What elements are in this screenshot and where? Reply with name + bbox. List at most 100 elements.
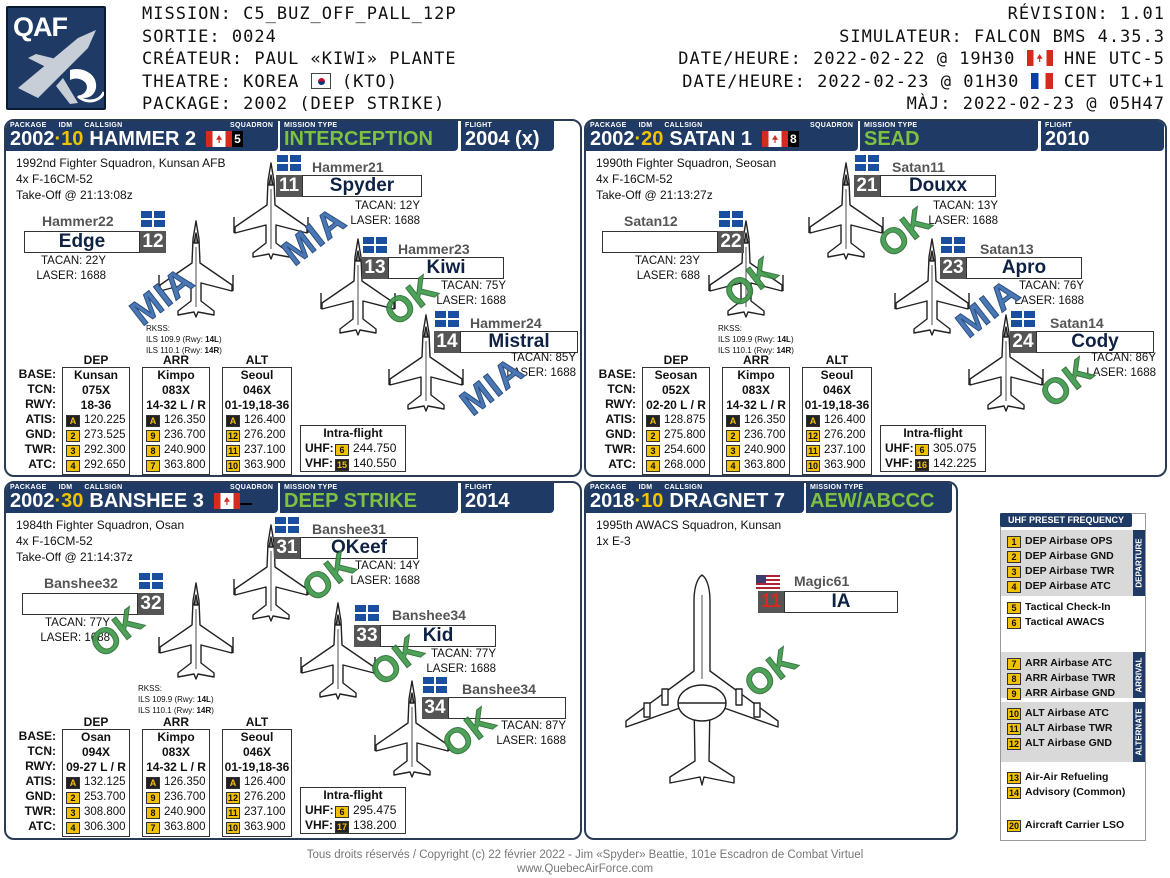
aircraft-number: 14 [434, 331, 460, 353]
radio-label: VHF: [305, 818, 333, 832]
preset-channel-chip: 9 [1007, 688, 1021, 700]
preset-channel-chip: 8 [1007, 673, 1021, 685]
package-label: PACKAGE [10, 122, 47, 129]
laser-code: LASER: 1688 [496, 735, 566, 747]
frequency-value: 236.700 [164, 429, 206, 441]
row-label: ATC: [28, 819, 56, 833]
flight-info-line: Take-Off @ 21:13:08z [16, 188, 133, 202]
laser-code: LASER: 1688 [350, 215, 420, 227]
flight-info-line: Take-Off @ 21:13:27z [596, 188, 713, 202]
column-header: ARR [163, 715, 189, 729]
preset-channel-chip: 9 [146, 792, 160, 804]
preset-channel-chip: 9 [146, 430, 160, 442]
radio-label: UHF: [885, 441, 914, 455]
row-label: RWY: [25, 759, 56, 773]
header-key: DATE/HEURE: [678, 49, 802, 69]
laser-code: LASER: 688 [636, 270, 700, 282]
airbase-rwy: 01-19,18-36 [804, 398, 870, 412]
frequency-value: 363.900 [244, 821, 286, 833]
flight-info-line: Take-Off @ 21:14:37z [16, 550, 133, 564]
frequency-value: 140.550 [353, 456, 397, 470]
airbase-base: Seosan [654, 368, 698, 382]
mission-type-label: MISSION TYPE [864, 122, 918, 129]
aircraft-callsign: Banshee34 [462, 681, 536, 697]
frequency-value: 276.200 [824, 429, 866, 441]
frequency-value: 126.400 [244, 776, 286, 788]
aircraft-callsign: Banshee34 [392, 607, 466, 623]
preset-channel-chip: 4 [646, 460, 660, 472]
frequency-value: 363.900 [244, 459, 286, 471]
header-value: 2022-02-22 @ 19H30 [813, 49, 1016, 69]
preset-description: Aircraft Carrier LSO [1025, 819, 1125, 831]
callsign-label: CALLSIGN [84, 122, 123, 129]
radio-label: VHF: [885, 456, 913, 470]
f16-aircraft-icon [158, 220, 234, 318]
laser-code: LASER: 1688 [1086, 367, 1156, 379]
flag-quebec-icon [141, 211, 165, 227]
header-value: FALCON BMS 4.35.3 [974, 26, 1165, 47]
radio-label: UHF: [305, 803, 334, 817]
f16-aircraft-icon [374, 680, 450, 778]
preset-channel-chip: 14 [1007, 787, 1021, 799]
row-label: TWR: [604, 442, 636, 456]
preset-channel-chip: 10 [1007, 708, 1021, 720]
preset-description: DEP Airbase TWR [1025, 565, 1115, 577]
package-label: PACKAGE [590, 484, 627, 491]
header-row: MISSION: C5_BUZ_OFF_PALL_12P [142, 3, 457, 26]
column-header: ARR [743, 353, 769, 367]
preset-channel-chip: 7 [146, 460, 160, 472]
column-header: ALT [245, 353, 269, 367]
ils-close: ) [211, 706, 214, 715]
rkss-title: RKSS: [138, 684, 163, 693]
idm-label: IDM [638, 122, 653, 129]
aircraft-number: 13 [362, 257, 388, 279]
preset-channel-chip: 11 [226, 445, 240, 457]
flag-quebec-icon [719, 211, 743, 227]
row-label: ATIS: [605, 412, 636, 426]
aircraft-number: 24 [1010, 331, 1036, 353]
row-label: ATC: [608, 457, 636, 471]
uhf-group-label: ARRIVAL [1133, 652, 1145, 698]
aircraft-callsign: Banshee31 [312, 521, 386, 537]
ils-close: ) [219, 346, 222, 355]
uhf-group-label-text: ALTERNATE [1134, 708, 1144, 756]
preset-channel-chip: 13 [1007, 772, 1021, 784]
row-label: ATIS: [25, 774, 56, 788]
airbase-rwy: 09-27 L / R [66, 760, 126, 774]
frequency-value: 254.600 [664, 444, 706, 456]
tacan-channel: TACAN: 75Y [441, 280, 506, 292]
preset-channel-chip: 7 [146, 822, 160, 834]
column-header: ALT [825, 353, 849, 367]
frequency-value: 142.225 [933, 456, 977, 470]
pilot-name: Spyder [302, 175, 422, 197]
laser-code: LASER: 1688 [426, 663, 496, 675]
flight-info-line: 1995th AWACS Squadron, Kunsan [596, 518, 782, 532]
rkss-ils-info: RKSS:ILS 109.9 (Rwy: 14L)ILS 110.1 (Rwy:… [138, 683, 214, 716]
preset-channel-chip: 3 [646, 445, 660, 457]
airbase-tcn: 083X [161, 745, 191, 759]
package-label: PACKAGE [10, 484, 47, 491]
website-link[interactable]: www.QuebecAirForce.com [516, 863, 654, 875]
row-label: TCN: [27, 744, 56, 758]
